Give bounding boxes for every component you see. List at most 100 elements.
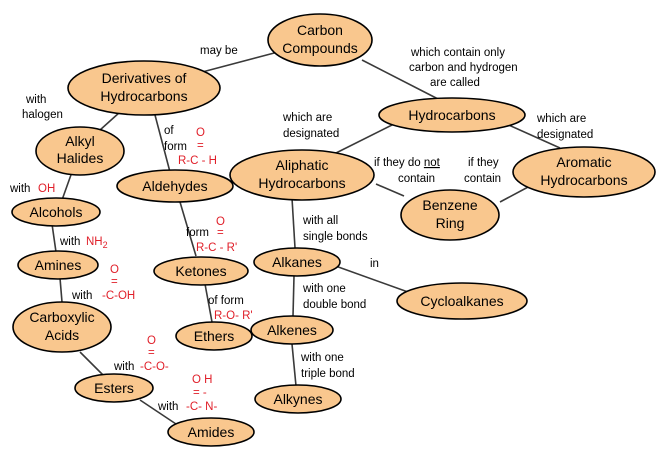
node-aliphatic	[229, 149, 375, 201]
label-aliphatic-line2: Hydrocarbons	[258, 175, 345, 191]
link-if-contain-2: contain	[464, 173, 501, 185]
formula-coo: -C-O-	[140, 361, 169, 373]
formula-aldehyde: R-C - H	[178, 155, 217, 167]
label-alcohols: Alcohols	[30, 204, 83, 220]
link-labels: may be which contain only carbon and hyd…	[9, 45, 593, 413]
edge-aliphatic-benzene	[375, 183, 405, 197]
link-of-form-2: form	[164, 141, 187, 153]
label-carboxylic-line2: Acids	[45, 327, 79, 343]
edge-aliphatic-alkanes	[291, 197, 296, 249]
node-cycloalkanes	[396, 282, 528, 320]
label-alkanes: Alkanes	[272, 254, 322, 270]
edge-aldehydes-ketones	[179, 201, 197, 257]
formula-coo-db: =	[148, 347, 155, 359]
edge-ketones-ethers	[204, 283, 213, 323]
edge-hydrocarbons-aromatic	[501, 121, 561, 149]
formula-ether: R-O- R'	[214, 310, 253, 322]
label-benzene-line2: Ring	[436, 215, 465, 231]
link-one-double-2: double bond	[303, 299, 366, 311]
node-carbon-compounds	[267, 13, 373, 67]
node-esters	[74, 373, 154, 403]
label-amides: Amides	[188, 424, 235, 440]
link-if-contain-1: if they	[468, 157, 499, 169]
link-one-triple-2: triple bond	[301, 368, 355, 380]
link-if-not-prefix: if they do	[374, 157, 421, 169]
edge-alkenes-alkynes	[291, 343, 297, 387]
edge-alcohols-amines	[51, 223, 57, 253]
link-contain-only-1: which contain only	[410, 47, 505, 59]
node-aldehydes	[116, 169, 234, 203]
edge-amines-carboxylic	[59, 277, 63, 303]
link-one-double-1: with one	[302, 283, 346, 295]
node-hydrocarbons	[378, 97, 526, 133]
link-in: in	[370, 258, 379, 270]
formula-nh2-subscript: 2	[103, 240, 108, 250]
edges	[51, 51, 561, 425]
link-may-be: may be	[200, 45, 238, 57]
link-designated-right-1: which are	[536, 113, 586, 125]
node-alkanes	[253, 247, 341, 277]
link-if-not-underlined: not	[424, 157, 441, 169]
link-contain-only-2: carbon and hydrogen	[409, 62, 518, 74]
edge-esters-amides	[139, 399, 177, 425]
node-carboxylic	[12, 301, 112, 353]
label-hydrocarbons: Hydrocarbons	[408, 107, 495, 123]
link-with-oh: with	[9, 183, 30, 195]
formula-amide-top: O H	[192, 374, 212, 386]
link-with-cn: with	[157, 401, 178, 413]
node-derivatives	[67, 60, 221, 116]
label-alkynes: Alkynes	[273, 391, 322, 407]
edge-alkyl-alcohols	[61, 171, 73, 201]
label-alkyl-line2: Halides	[57, 150, 104, 166]
formulas: OH NH2 O = R-C - H O = R-C - R' O = -C-O…	[38, 127, 253, 413]
edge-derivatives-alkyl	[99, 111, 121, 131]
node-benzene	[400, 189, 500, 241]
label-benzene-line1: Benzene	[422, 197, 477, 213]
formula-cooh-o: O	[110, 264, 119, 276]
formula-oh: OH	[38, 183, 55, 195]
link-with-halogen-1: with	[25, 94, 46, 106]
label-derivatives-line1: Derivatives of	[102, 70, 187, 86]
link-with-halogen-2: halogen	[22, 109, 63, 121]
node-ethers	[175, 321, 253, 351]
link-designated-left-2: designated	[283, 128, 339, 140]
link-with-coo: with	[113, 361, 134, 373]
node-ketones	[153, 256, 249, 286]
link-if-not-line1: if they do not	[374, 157, 441, 169]
edge-alkanes-cycloalkanes	[329, 263, 409, 293]
edge-hydrocarbons-aliphatic	[329, 121, 399, 157]
node-alkynes	[254, 384, 342, 414]
edge-derivatives-aldehydes	[154, 114, 171, 173]
formula-nh2-main: NH	[86, 236, 103, 248]
label-amines: Amines	[35, 257, 82, 273]
link-all-single-1: with all	[302, 215, 338, 227]
label-carbon-line2: Compounds	[282, 40, 358, 56]
formula-cooh-db: =	[111, 276, 118, 288]
node-labels: Carbon Compounds Derivatives of Hydrocar…	[29, 22, 627, 440]
label-derivatives-line2: Hydrocarbons	[100, 88, 187, 104]
node-alkyl-halides	[35, 126, 125, 176]
formula-nh2: NH2	[86, 236, 108, 250]
node-alkenes	[250, 315, 334, 345]
formula-aldehyde-o: O	[196, 127, 205, 139]
nodes	[11, 13, 656, 447]
edge-alkanes-alkenes	[292, 275, 295, 317]
label-alkyl-line1: Alkyl	[65, 133, 95, 149]
node-amides	[167, 417, 255, 447]
link-all-single-2: single bonds	[303, 231, 368, 243]
label-cycloalkanes: Cycloalkanes	[420, 293, 503, 309]
label-aromatic-line2: Hydrocarbons	[540, 172, 627, 188]
label-carboxylic-line1: Carboxylic	[29, 309, 94, 325]
link-one-triple-1: with one	[300, 352, 344, 364]
node-amines	[17, 250, 99, 280]
link-with-nh2: with	[59, 236, 80, 248]
formula-ketone-o: O	[216, 216, 225, 228]
label-alkenes: Alkenes	[267, 322, 317, 338]
formula-coo-o: O	[147, 335, 156, 347]
link-of-form-1: of	[164, 125, 174, 137]
label-esters: Esters	[94, 380, 134, 396]
label-ketones: Ketones	[175, 263, 226, 279]
formula-aldehyde-db: =	[197, 140, 204, 152]
link-ketone-form: form	[186, 227, 209, 239]
